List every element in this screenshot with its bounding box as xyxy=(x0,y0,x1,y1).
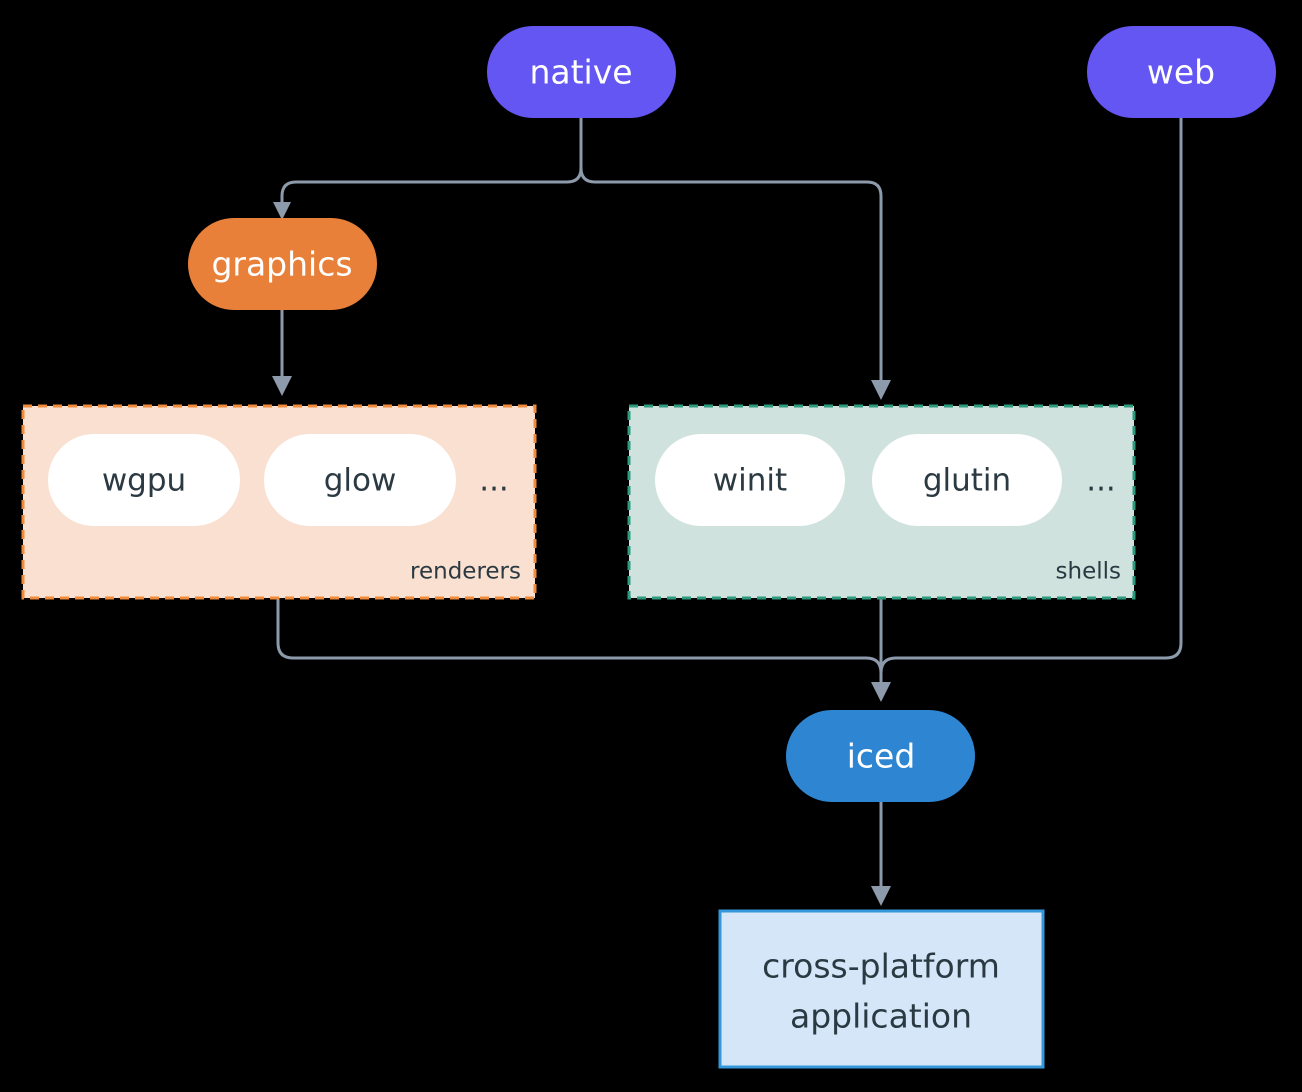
pill-glow-label: glow xyxy=(324,463,397,499)
node-native-label: native xyxy=(529,53,632,92)
pill-wgpu[interactable] xyxy=(48,434,240,526)
node-native[interactable]: native xyxy=(487,26,676,118)
pill-wgpu-label: wgpu xyxy=(102,463,186,499)
node-application-label-line2: application xyxy=(790,997,972,1036)
node-web[interactable]: web xyxy=(1087,26,1276,118)
node-graphics[interactable]: graphics xyxy=(188,218,377,310)
pill-winit[interactable] xyxy=(655,434,845,526)
arrowhead-merge-to-iced xyxy=(871,682,891,702)
renderers-ellipsis: ... xyxy=(479,463,509,499)
pill-glutin[interactable] xyxy=(872,434,1062,526)
node-graphics-label: graphics xyxy=(211,245,352,284)
renderers-label: renderers xyxy=(410,559,521,585)
node-application[interactable]: cross-platform application xyxy=(718,909,1045,1069)
arrowhead-native-to-graphics xyxy=(273,202,291,220)
shells-label: shells xyxy=(1056,559,1121,585)
shells-ellipsis: ... xyxy=(1086,463,1116,499)
pill-glow[interactable] xyxy=(264,434,456,526)
node-native-shape xyxy=(487,26,676,118)
arrowhead-iced-to-application xyxy=(871,886,891,906)
edge-native-to-graphics xyxy=(280,116,583,208)
node-iced-label: iced xyxy=(847,737,916,776)
node-iced[interactable]: iced xyxy=(786,710,975,802)
pill-winit-label: winit xyxy=(713,463,787,499)
edge-web-to-iced xyxy=(879,116,1183,690)
node-web-label: web xyxy=(1147,53,1215,92)
node-application-shape xyxy=(718,909,1045,1069)
node-graphics-shape xyxy=(188,218,377,310)
edge-layer xyxy=(272,116,1183,906)
edge-renderers-to-iced xyxy=(276,596,883,690)
arrowhead-graphics-to-renderers xyxy=(272,376,292,396)
node-iced-shape xyxy=(786,710,975,802)
cluster-shells: winit glutin ... shells xyxy=(627,404,1136,600)
cluster-renderers: wgpu glow ... renderers xyxy=(21,404,537,600)
node-application-label-line1: cross-platform xyxy=(762,947,1000,986)
pill-glutin-label: glutin xyxy=(923,463,1011,499)
node-web-shape xyxy=(1087,26,1276,118)
edge-native-to-shells xyxy=(579,116,883,386)
arrowhead-native-to-shells xyxy=(871,380,891,400)
